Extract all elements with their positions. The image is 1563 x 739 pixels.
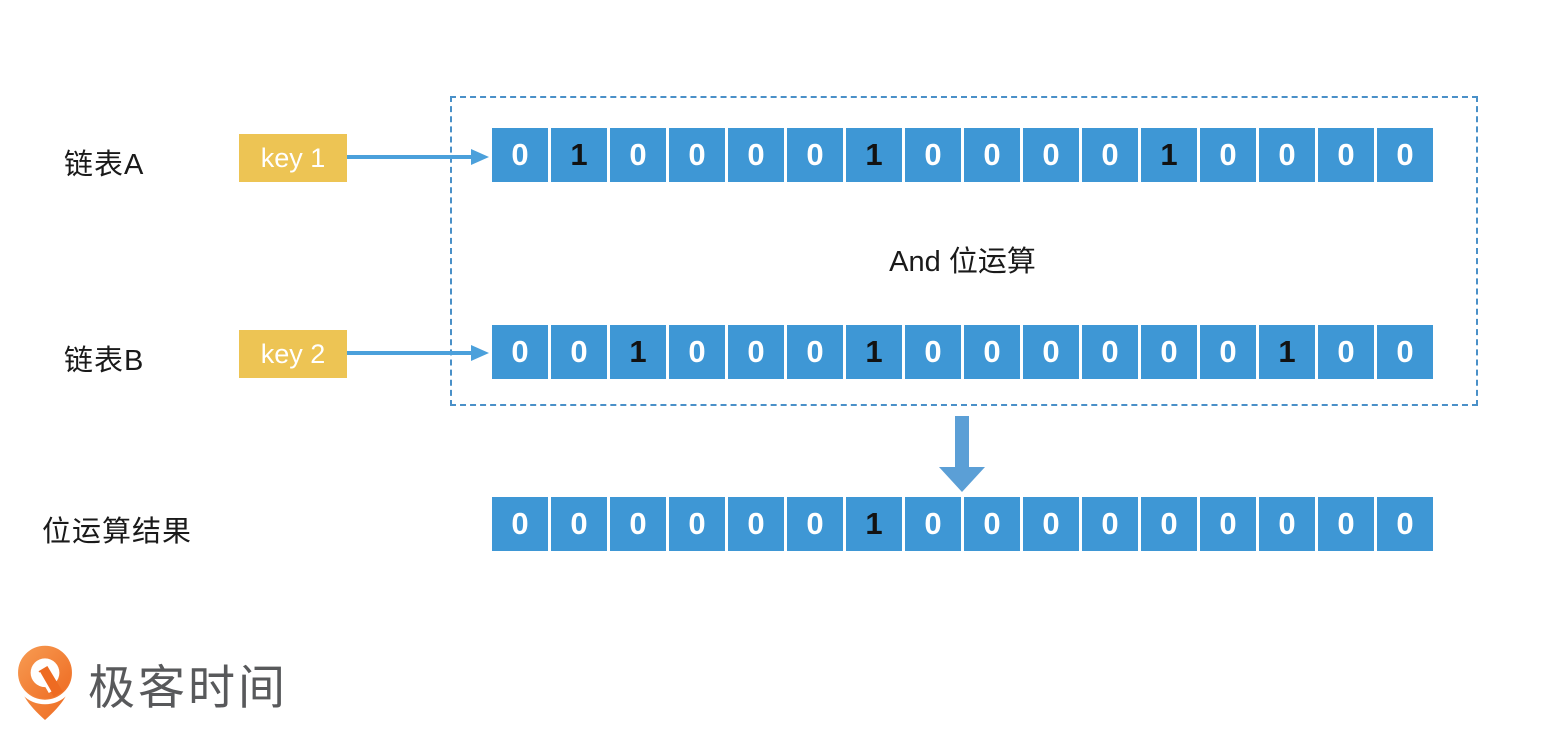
bit-cell: 0 bbox=[610, 497, 666, 551]
arrow-key1-to-bitmap-icon bbox=[347, 149, 489, 165]
bit-cell: 0 bbox=[728, 325, 784, 379]
bit-cell: 0 bbox=[1023, 325, 1079, 379]
bit-cell: 0 bbox=[1141, 325, 1197, 379]
row-label-list-b: 链表B bbox=[64, 345, 145, 377]
bit-cell: 0 bbox=[492, 497, 548, 551]
row-label-result: 位运算结果 bbox=[42, 516, 193, 548]
bit-cell: 0 bbox=[1023, 497, 1079, 551]
bit-cell: 0 bbox=[728, 128, 784, 182]
bit-cell: 1 bbox=[1141, 128, 1197, 182]
bit-cell: 1 bbox=[610, 325, 666, 379]
bit-cell: 0 bbox=[964, 325, 1020, 379]
row-label-list-a: 链表A bbox=[64, 149, 145, 181]
bit-cell: 0 bbox=[1082, 325, 1138, 379]
bit-cell: 0 bbox=[1082, 497, 1138, 551]
bit-cell: 0 bbox=[1141, 497, 1197, 551]
bit-cell: 1 bbox=[846, 497, 902, 551]
bit-cell: 0 bbox=[1259, 497, 1315, 551]
bit-cell: 0 bbox=[1200, 497, 1256, 551]
bit-cell: 0 bbox=[610, 128, 666, 182]
bit-cell: 0 bbox=[1200, 325, 1256, 379]
bit-cell: 0 bbox=[1377, 128, 1433, 182]
bit-cell: 0 bbox=[669, 497, 725, 551]
bit-cell: 0 bbox=[728, 497, 784, 551]
bit-cell: 0 bbox=[669, 128, 725, 182]
bit-cell: 0 bbox=[669, 325, 725, 379]
bit-cell: 0 bbox=[964, 128, 1020, 182]
bit-cell: 0 bbox=[492, 325, 548, 379]
bit-cell: 0 bbox=[1377, 325, 1433, 379]
bit-cell: 0 bbox=[1318, 497, 1374, 551]
bit-cell: 0 bbox=[1318, 325, 1374, 379]
bit-cell: 1 bbox=[1259, 325, 1315, 379]
key2-box: key 2 bbox=[239, 330, 347, 378]
bit-cell: 0 bbox=[1082, 128, 1138, 182]
bit-cell: 0 bbox=[964, 497, 1020, 551]
bit-cell: 0 bbox=[551, 497, 607, 551]
geektime-logo: 极客时间 bbox=[14, 645, 288, 721]
bit-cell: 0 bbox=[1377, 497, 1433, 551]
dashed-operation-box bbox=[450, 96, 1478, 406]
bit-cell: 0 bbox=[787, 325, 843, 379]
bit-cell: 0 bbox=[905, 325, 961, 379]
geektime-logo-text: 极客时间 bbox=[88, 660, 288, 714]
bit-cell: 0 bbox=[551, 325, 607, 379]
bit-cell: 0 bbox=[492, 128, 548, 182]
key2-label: key 2 bbox=[260, 338, 326, 369]
bit-cell: 0 bbox=[1259, 128, 1315, 182]
bit-cell: 0 bbox=[905, 497, 961, 551]
key1-label: key 1 bbox=[260, 142, 326, 173]
bit-cell: 0 bbox=[1023, 128, 1079, 182]
bit-cell: 0 bbox=[787, 497, 843, 551]
bit-cell: 1 bbox=[846, 325, 902, 379]
bit-cell: 0 bbox=[787, 128, 843, 182]
and-operation-label: And 位运算 bbox=[889, 246, 1036, 278]
down-arrow-icon bbox=[939, 416, 985, 492]
arrow-key2-to-bitmap-icon bbox=[347, 345, 489, 361]
bit-cell: 0 bbox=[1200, 128, 1256, 182]
bit-cell: 0 bbox=[1318, 128, 1374, 182]
bit-cell: 0 bbox=[905, 128, 961, 182]
geektime-logo-icon bbox=[14, 645, 76, 720]
key1-box: key 1 bbox=[239, 134, 347, 182]
bit-cell: 1 bbox=[846, 128, 902, 182]
bit-cell: 1 bbox=[551, 128, 607, 182]
